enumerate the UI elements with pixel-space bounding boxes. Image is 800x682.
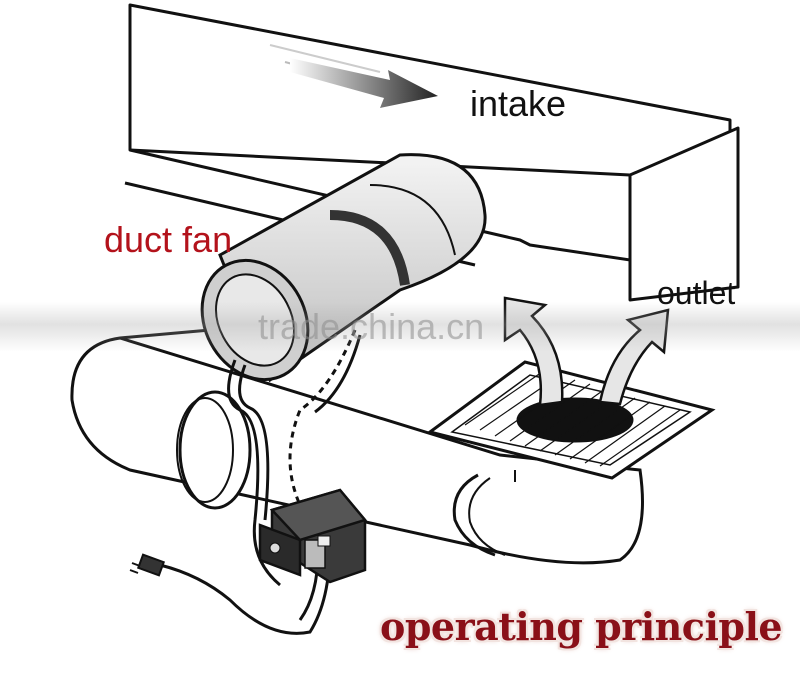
outlet-label: outlet: [657, 275, 736, 311]
watermark-band: [0, 302, 800, 352]
intake-label: intake: [470, 83, 567, 124]
duct-fan-label: duct fan: [104, 219, 233, 260]
speed-controller-box: [258, 488, 368, 584]
intake-arrow: [269, 44, 438, 108]
caption-text: operating principle: [380, 604, 783, 649]
upper-duct: [124, 3, 740, 302]
power-plug: [129, 553, 166, 577]
lower-duct: [70, 328, 644, 565]
watermark-text: trade.china.cn: [258, 306, 485, 347]
outlet-arrows: [503, 296, 670, 407]
outlet-grille: [426, 360, 716, 480]
duct-fan-unit: [200, 153, 487, 383]
